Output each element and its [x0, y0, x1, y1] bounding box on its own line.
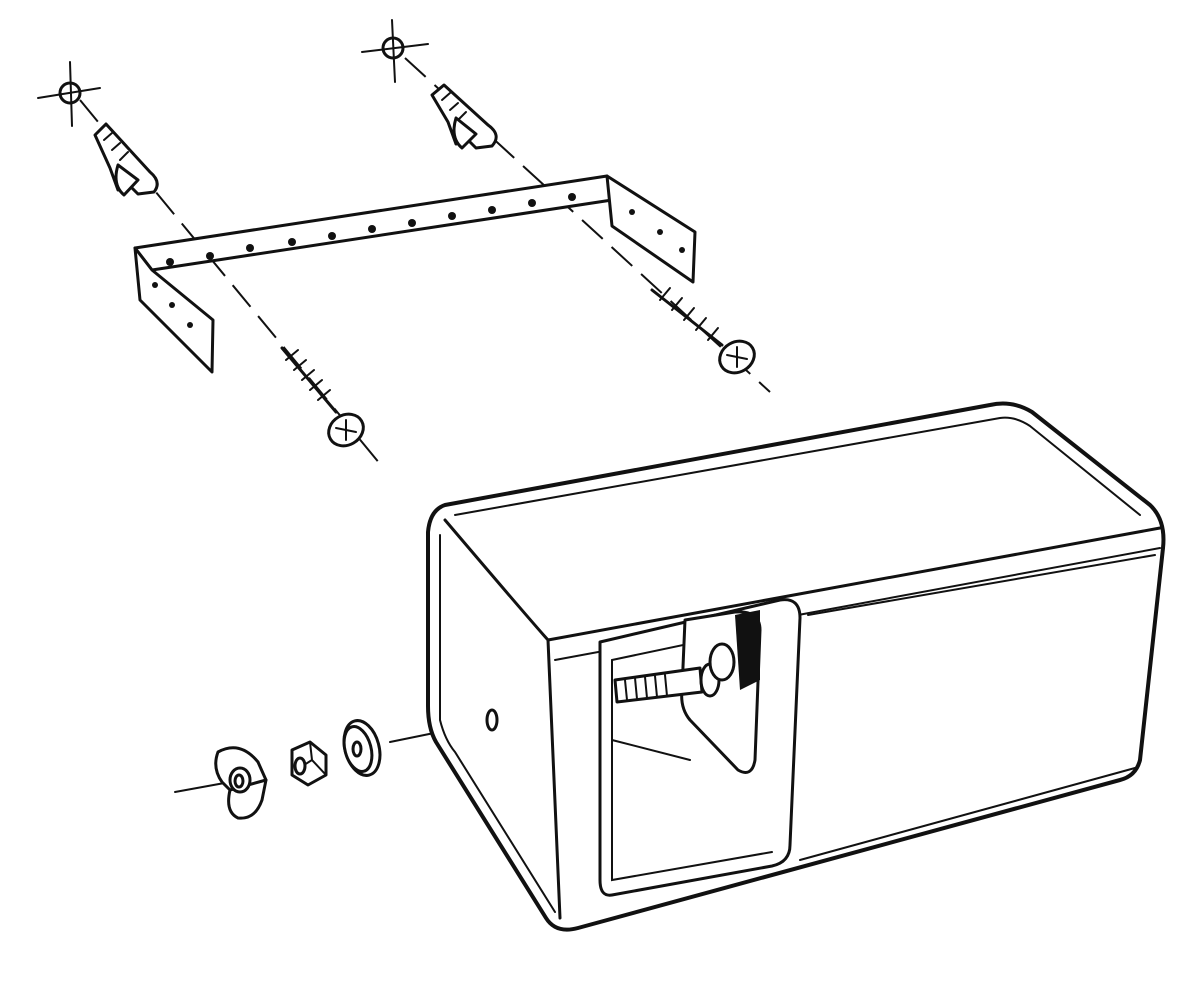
- bracket-holes: [152, 193, 685, 328]
- wood-screw-left: [280, 346, 365, 448]
- box-opening: [598, 598, 802, 897]
- bolt-hole: [485, 708, 499, 732]
- hex-nut: [290, 740, 328, 787]
- washer: [342, 719, 382, 777]
- wall-marker-left: [37, 61, 101, 127]
- wing-nut: [214, 746, 268, 820]
- wall-marker-right: [361, 19, 429, 83]
- wood-screw-right: [650, 287, 756, 375]
- mounting-bolt: [613, 642, 736, 704]
- wall-plug-right: [430, 83, 498, 150]
- wall-plug-left: [93, 122, 159, 197]
- speaker-box: [426, 401, 1166, 932]
- mounting-bracket: [133, 174, 697, 374]
